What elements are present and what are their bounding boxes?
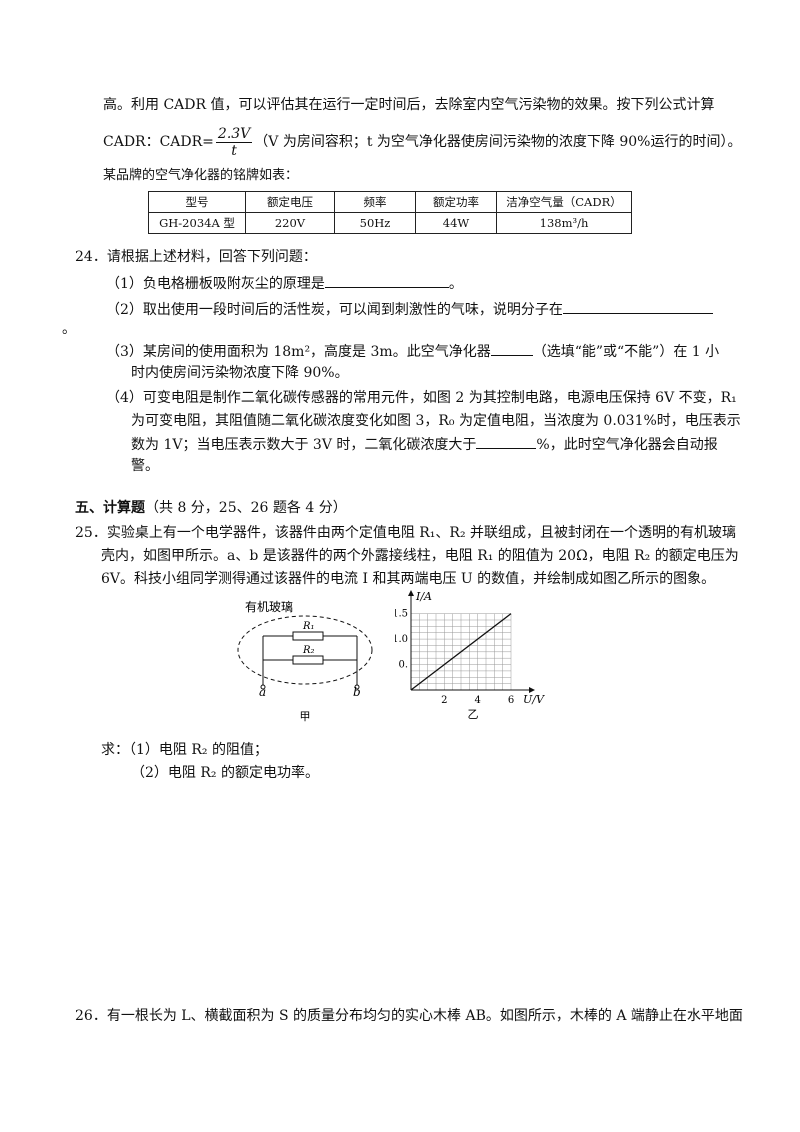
formula-note: （V 为房间容积；t 为空气净化器使房间污染物的浓度下降 90%运行的时间）。	[254, 134, 742, 150]
x-tick-label: 6	[508, 695, 514, 706]
nameplate-table: 型号 额定电压 频率 额定功率 洁净空气量（CADR） GH-2034A 型 2…	[148, 191, 632, 234]
table-header-cell: 额定电压	[245, 191, 335, 213]
table-cell: 50Hz	[334, 212, 416, 234]
q24-part-1: （1）负电格栅板吸附灰尘的原理是 。	[106, 273, 463, 294]
terminal-a	[260, 684, 266, 690]
r1-label: R₁	[302, 621, 315, 632]
table-header-cell: 洁净空气量（CADR）	[496, 191, 632, 213]
table-header-cell: 型号	[148, 191, 246, 213]
section-note: （共 8 分，25、26 题各 4 分）	[145, 500, 347, 516]
q25-ask-2: （2）电阻 R₂ 的额定电功率。	[131, 765, 319, 781]
chart-ticks: 2 4 6 0. 1.0 1.5	[395, 609, 514, 706]
y-tick-label: 1.0	[395, 634, 408, 645]
q24-part-3-cont: 时内使房间污染物浓度下降 90%。	[131, 365, 349, 381]
q24-part-4-l2: 为可变电阻，其阻值随二氧化碳浓度变化如图 3，R₀ 为定值电阻，当浓度为 0.0…	[131, 413, 741, 429]
y-axis-label: I/A	[415, 590, 432, 603]
q25-line-2: 壳内，如图甲所示。a、b 是该器件的两个外露接线柱，电阻 R₁ 的阻值为 20Ω…	[101, 548, 739, 564]
q25-line-3: 6V。科技小组同学测得通过该器件的电流 I 和其两端电压 U 的数值，并绘制成如…	[101, 571, 716, 587]
formula-prefix: CADR：CADR=	[103, 134, 214, 150]
answer-blank-3[interactable]	[490, 341, 533, 356]
q24-stem: 24．请根据上述材料，回答下列问题：	[75, 249, 317, 265]
q25-line-1: 25．实验桌上有一个电学器件，该器件由两个定值电阻 R₁、R₂ 并联组成，且被封…	[75, 525, 737, 541]
q24-p1-end: 。	[448, 276, 463, 292]
q24-part-3: （3）某房间的使用面积为 18m²，高度是 3m。此空气净化器 （选填“能”或“不…	[106, 341, 719, 362]
glass-label-bg	[243, 600, 285, 614]
y-axis-arrow	[408, 590, 414, 596]
q24-p2-text: （2）取出使用一段时间后的活性炭，可以闻到刺激性的气味，说明分子在	[106, 302, 563, 318]
glass-shell-outline	[237, 615, 373, 685]
figure-yi-caption: 乙	[468, 708, 479, 721]
terminal-b	[354, 684, 360, 690]
resistor-r2	[292, 655, 324, 665]
series-line	[410, 613, 512, 691]
table-cell: 44W	[415, 212, 497, 234]
x-tick-label: 4	[474, 695, 480, 706]
x-axis-label: U/V	[523, 693, 545, 706]
q26-line-1: 26．有一根长为 L、横截面积为 S 的质量分布均匀的实心木棒 AB。如图所示，…	[75, 1008, 743, 1024]
q25-ask-1: 求：（1）电阻 R₂ 的阻值；	[101, 742, 268, 758]
q24-p4-text-2: %，此时空气净化器会自动报	[536, 437, 718, 453]
x-axis-arrow	[529, 687, 535, 693]
figure-jia-circuit: 有机玻璃 R₁ R₂ a b 甲	[237, 600, 373, 723]
table-cell: 138m³/h	[496, 212, 632, 234]
table-header-row: 型号 额定电压 频率 额定功率 洁净空气量（CADR）	[148, 191, 632, 213]
answer-blank-1[interactable]	[324, 273, 449, 288]
section-title: 五、计算题	[75, 500, 145, 516]
table-cell: 220V	[245, 212, 335, 234]
glass-label: 有机玻璃	[245, 600, 293, 614]
intro-line-1: 高。利用 CADR 值，可以评估其在运行一定时间后，去除室内空气污染物的效果。按…	[103, 97, 715, 113]
answer-blank-2[interactable]	[562, 299, 713, 314]
figure-jia-caption: 甲	[300, 710, 311, 723]
nameplate-intro: 某品牌的空气净化器的铭牌如表：	[103, 168, 299, 183]
q24-part-4-l3: 数为 1V；当电压表示数大于 3V 时，二氧化碳浓度大于 %，此时空气净化器会自动…	[131, 434, 718, 455]
r2-label: R₂	[302, 645, 315, 656]
q24-p4-text: 数为 1V；当电压表示数大于 3V 时，二氧化碳浓度大于	[131, 437, 477, 453]
formula-denominator: t	[231, 142, 237, 159]
q24-p3-text-2: （选填“能”或“不能”）在 1 小	[532, 344, 720, 360]
q24-part-2-end: 。	[62, 321, 76, 337]
resistor-r1	[292, 631, 324, 641]
answer-blank-4[interactable]	[476, 434, 537, 449]
q24-part-2: （2）取出使用一段时间后的活性炭，可以闻到刺激性的气味，说明分子在	[106, 299, 713, 320]
x-tick-label: 2	[441, 695, 447, 706]
q24-part-4: （4）可变电阻是制作二氧化碳传感器的常用元件，如图 2 为其控制电路，电源电压保…	[106, 390, 737, 406]
terminal-a-label: a	[259, 685, 266, 699]
q24-part-4-l4: 警。	[131, 458, 159, 474]
q24-p1-text: （1）负电格栅板吸附灰尘的原理是	[106, 276, 325, 292]
table-header-cell: 额定功率	[415, 191, 497, 213]
y-tick-label: 0.	[398, 660, 408, 671]
table-header-cell: 频率	[334, 191, 416, 213]
q24-p3-text: （3）某房间的使用面积为 18m²，高度是 3m。此空气净化器	[106, 344, 491, 360]
terminal-b-label: b	[353, 685, 361, 699]
formula-numerator: 2.3V	[215, 125, 253, 143]
table-row: GH-2034A 型 220V 50Hz 44W 138m³/h	[148, 212, 632, 234]
figure-yi-chart: 2 4 6 0. 1.0 1.5 I/A U/V 乙	[395, 590, 545, 721]
y-tick-label: 1.5	[395, 609, 408, 620]
table-cell: GH-2034A 型	[148, 212, 246, 234]
section-5-heading: 五、计算题（共 8 分，25、26 题各 4 分）	[75, 498, 347, 518]
